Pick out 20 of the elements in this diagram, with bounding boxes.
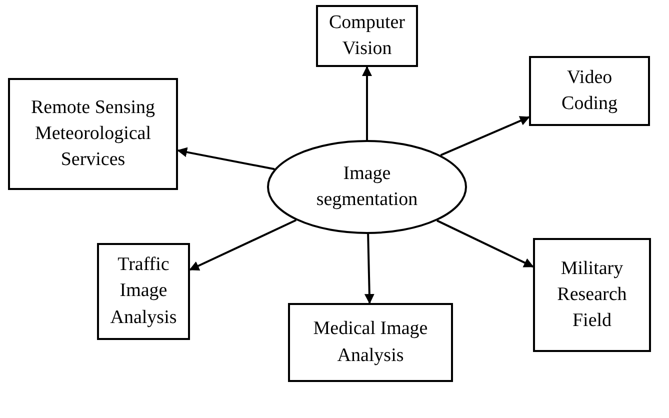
process-box: [288, 303, 453, 382]
process-box: [529, 56, 650, 126]
process-box: [316, 5, 418, 67]
arrow: [362, 66, 372, 140]
arrow: [189, 219, 297, 271]
arrow: [177, 147, 275, 170]
process-box: [8, 78, 178, 190]
process-box: [97, 243, 190, 340]
node-label: Traffic Image Analysis: [109, 253, 178, 330]
node-label: Military Research Field: [556, 256, 628, 334]
process-box: [533, 238, 651, 352]
arrow: [440, 116, 530, 156]
arrow: [364, 234, 374, 304]
node-label: Medical Image Analysis: [312, 317, 429, 368]
node-label: Image segmentation: [316, 162, 418, 212]
node-label: Computer Vision: [328, 10, 406, 61]
node-label: Remote Sensing Meteorological Services: [30, 96, 156, 172]
node-label: Video Coding: [560, 66, 618, 116]
ellipse-node: [267, 140, 467, 234]
arrow: [436, 220, 534, 268]
